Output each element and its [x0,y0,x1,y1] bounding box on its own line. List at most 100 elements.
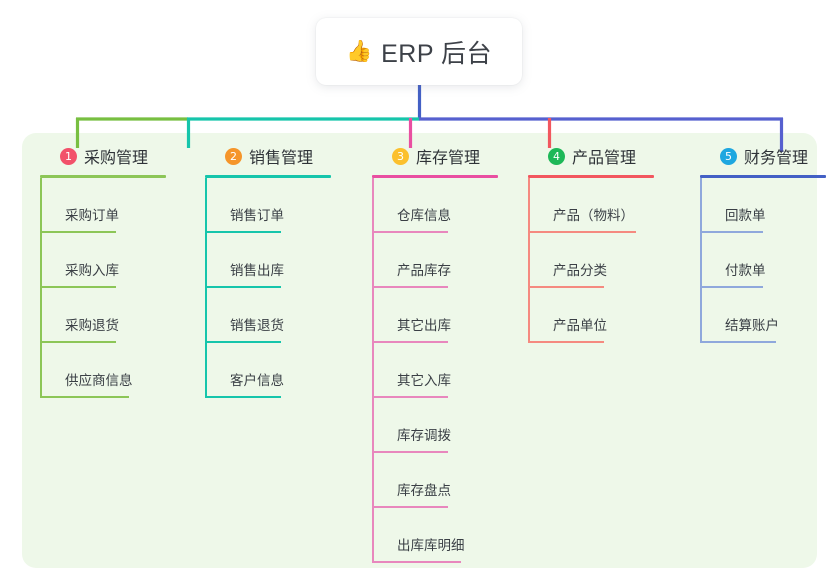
branch-item[interactable]: 出库库明细 [372,508,498,563]
branch-item-label: 结算账户 [725,318,779,333]
branch-vertical-connector [205,178,207,398]
branch-header-1[interactable]: 1 采购管理 [40,145,166,167]
branch-item-label: 产品单位 [553,318,607,333]
branch-item-label: 采购订单 [65,208,119,223]
branch-item[interactable]: 其它入库 [372,343,498,398]
branch-header-rule [372,175,498,178]
branch-column-3: 3 库存管理仓库信息产品库存其它出库其它入库库存调拨库存盘点出库库明细 [372,145,498,563]
branch-item-label: 回款单 [725,208,766,223]
branch-header-rule [700,175,826,178]
branch-item-label: 销售订单 [230,208,284,223]
branch-column-1: 1 采购管理采购订单采购入库采购退货供应商信息 [40,145,166,398]
branch-vertical-connector [372,178,374,563]
branch-item-rule [373,506,448,508]
root-node-content: 👍 ERP 后台 [346,34,492,70]
branch-header-label: 库存管理 [416,150,481,167]
branch-item-rule [373,286,448,288]
branch-header-4[interactable]: 4 产品管理 [528,145,654,167]
branch-header-label: 采购管理 [84,150,149,167]
branch-item[interactable]: 销售出库 [205,233,331,288]
branch-item-rule [206,286,281,288]
branch-header-label: 产品管理 [572,150,637,167]
branch-item[interactable]: 回款单 [700,178,826,233]
branch-item[interactable]: 采购订单 [40,178,166,233]
branch-item[interactable]: 供应商信息 [40,343,166,398]
branch-item-rule [529,286,604,288]
branch-item-rule [701,341,776,343]
branch-item[interactable]: 产品单位 [528,288,654,343]
branch-items: 回款单付款单结算账户 [700,178,826,343]
branch-header-label: 财务管理 [744,150,809,167]
branch-item[interactable]: 产品分类 [528,233,654,288]
branch-item[interactable]: 采购入库 [40,233,166,288]
branch-column-4: 4 产品管理产品（物料） 产品分类产品单位 [528,145,654,343]
branch-item-label: 产品分类 [553,263,607,278]
branch-number-badge: 3 [392,147,409,165]
branch-item-rule [206,396,281,398]
branch-vertical-connector [528,178,530,343]
branch-item-label: 产品库存 [397,263,451,278]
branch-item[interactable]: 客户信息 [205,343,331,398]
branch-item-label: 产品（物料） [553,208,634,223]
branch-number-badge: 4 [548,147,565,165]
branch-number-badge: 5 [720,147,737,165]
branch-item[interactable]: 付款单 [700,233,826,288]
branch-header-5[interactable]: 5 财务管理 [700,145,826,167]
branch-item-rule [701,286,763,288]
branch-header-rule [205,175,331,178]
branch-header-label: 销售管理 [249,150,314,167]
branch-item-label: 仓库信息 [397,208,451,223]
branch-item-label: 其它出库 [397,318,451,333]
branch-header-2[interactable]: 2 销售管理 [205,145,331,167]
root-node-card[interactable]: 👍 ERP 后台 [316,18,522,85]
branch-header-3[interactable]: 3 库存管理 [372,145,498,167]
branch-item-rule [41,396,129,398]
branch-item-label: 其它入库 [397,373,451,388]
branch-number-badge: 2 [225,147,242,165]
branch-item-rule [373,561,461,563]
branch-items: 产品（物料） 产品分类产品单位 [528,178,654,343]
branch-item-rule [41,341,116,343]
background-panel [22,133,817,568]
branch-column-2: 2 销售管理销售订单销售出库销售退货客户信息 [205,145,331,398]
branch-item-label: 供应商信息 [65,373,133,388]
branch-item-label: 付款单 [725,263,766,278]
branch-item-rule [701,231,763,233]
branch-item-label: 库存盘点 [397,483,451,498]
branch-item-rule [206,231,281,233]
branch-items: 销售订单销售出库销售退货客户信息 [205,178,331,398]
branch-item-rule [373,451,448,453]
branch-item[interactable]: 结算账户 [700,288,826,343]
branch-item-rule [529,231,636,233]
branch-item-label: 库存调拨 [397,428,451,443]
branch-item[interactable]: 库存调拨 [372,398,498,453]
branch-vertical-connector [40,178,42,398]
page-title: ERP 后台 [381,39,493,68]
branch-items: 采购订单采购入库采购退货供应商信息 [40,178,166,398]
branch-item[interactable]: 销售订单 [205,178,331,233]
branch-item[interactable]: 销售退货 [205,288,331,343]
branch-column-5: 5 财务管理回款单付款单结算账户 [700,145,826,343]
branch-item-label: 销售退货 [230,318,284,333]
branch-item[interactable]: 其它出库 [372,288,498,343]
branch-vertical-connector [700,178,702,343]
branch-item-rule [41,231,116,233]
branch-item[interactable]: 仓库信息 [372,178,498,233]
branch-item-label: 出库库明细 [397,538,465,553]
branch-item-label: 客户信息 [230,373,284,388]
branch-item-rule [41,286,116,288]
branch-header-rule [40,175,166,178]
branch-item-rule [206,341,281,343]
branch-item[interactable]: 产品（物料） [528,178,654,233]
branch-item-rule [373,231,448,233]
branch-item[interactable]: 产品库存 [372,233,498,288]
branch-item[interactable]: 库存盘点 [372,453,498,508]
thumbs-up-icon: 👍 [345,40,373,63]
branch-items: 仓库信息产品库存其它出库其它入库库存调拨库存盘点出库库明细 [372,178,498,563]
branch-item[interactable]: 采购退货 [40,288,166,343]
branch-number-badge: 1 [60,147,77,165]
branch-header-rule [528,175,654,178]
branch-item-label: 销售出库 [230,263,284,278]
branch-item-label: 采购退货 [65,318,119,333]
